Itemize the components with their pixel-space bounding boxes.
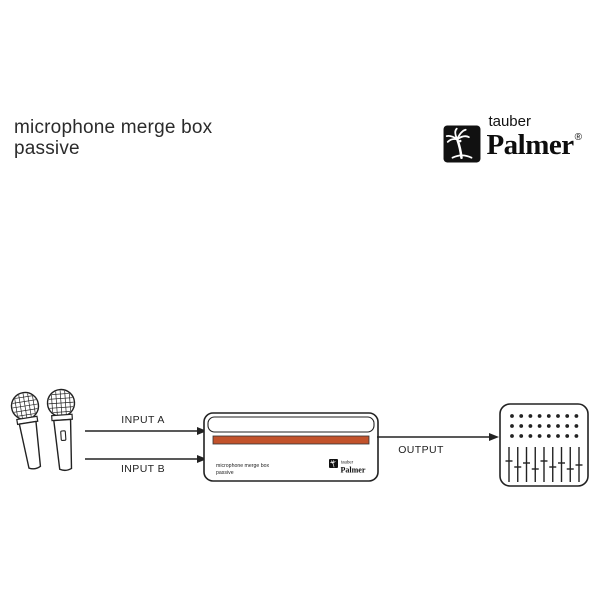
arrowhead-icon <box>197 455 207 463</box>
brand-logo: tauber Palmer ® <box>443 113 582 163</box>
arrowhead-icon <box>489 433 499 441</box>
microphones-icon <box>10 388 76 472</box>
input-b-arrow: INPUT B <box>85 455 207 475</box>
device-label-line1: microphone merge box <box>216 463 269 469</box>
output-arrow: OUTPUT <box>377 433 499 456</box>
brand-text: tauber Palmer ® <box>486 113 582 163</box>
brand-name: Palmer <box>486 129 574 161</box>
input-a-label: INPUT A <box>121 414 164 426</box>
mixer-knobs <box>510 414 579 438</box>
microphone-icon <box>10 391 42 470</box>
arrowhead-icon <box>197 427 207 435</box>
device-brand-name: Palmer <box>341 466 366 475</box>
page-title: microphone merge box passive <box>14 117 212 159</box>
device-front-stripe <box>212 435 370 445</box>
input-a-arrow: INPUT A <box>85 414 207 435</box>
mixer-icon <box>499 403 589 487</box>
device-label-line2: passive <box>216 470 234 476</box>
page-title-line1: microphone merge box <box>14 117 213 138</box>
registered-mark: ® <box>574 132 582 143</box>
output-label: OUTPUT <box>398 444 444 456</box>
merge-box-device: microphone merge box passive tauber Palm… <box>203 412 379 482</box>
page-title-line2: passive <box>14 138 80 159</box>
device-palm-tree-icon <box>329 459 338 468</box>
mixer-faders <box>505 447 583 482</box>
brand-subtitle: tauber <box>488 113 531 130</box>
input-b-label: INPUT B <box>121 463 165 475</box>
device-brand-subtitle: tauber <box>341 460 354 465</box>
device-lid <box>207 416 375 433</box>
microphone-icon <box>46 388 76 472</box>
palm-tree-icon <box>443 125 481 163</box>
